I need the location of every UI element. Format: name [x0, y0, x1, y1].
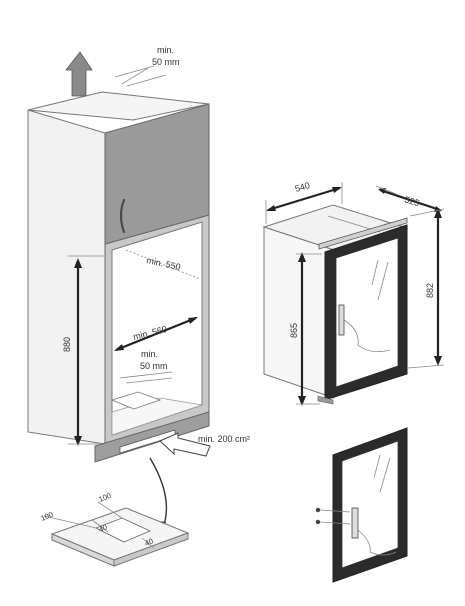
door-detail-handle	[351, 507, 359, 539]
left-arrow-icon	[159, 432, 211, 457]
base-plate-side-right	[113, 532, 189, 567]
top-clearance-dimension	[114, 65, 167, 87]
floor-vent-opening	[110, 391, 162, 410]
cooler-base	[317, 395, 334, 405]
cooler-door-handle	[338, 304, 345, 336]
cooler-width-label: 540	[294, 180, 311, 194]
bottom-clearance-label: min. 50 mm	[140, 349, 168, 371]
up-arrow-icon	[65, 51, 93, 97]
cooler-side-face	[263, 226, 335, 399]
cooler-height-total-label: 882	[425, 283, 435, 298]
base-top-100-label: 100	[97, 491, 112, 504]
height-880-arrow-top	[74, 258, 82, 268]
hinge-icon	[315, 507, 351, 525]
base-40a-label: 40	[97, 522, 108, 533]
height-880-arrow-bottom	[74, 436, 82, 446]
upper-cabinet-door	[104, 103, 210, 245]
vent-area-label: min. 200 cm²	[198, 434, 250, 444]
top-clearance-label: min. 50 mm	[152, 45, 180, 67]
door-handle	[119, 198, 126, 234]
height-880-label: 880	[62, 337, 72, 352]
cooler-height-body-label: 865	[289, 323, 299, 338]
base-40b-label: 40	[143, 536, 154, 547]
wine-cooler: 540 525 882 865	[262, 180, 445, 406]
width-560-arrow-right	[188, 317, 198, 324]
width-560-arrow-left	[114, 344, 124, 351]
built-in-cabinet: min. 50 mm min. 550 min. 560 880 min. 50…	[27, 45, 250, 531]
base-left-100-label: 100	[39, 510, 54, 523]
cooler-door-glass	[335, 237, 399, 388]
cooler-depth-label: 525	[403, 194, 420, 208]
depth-550-line	[125, 249, 201, 280]
door-detail	[315, 427, 408, 583]
base-detail: 100 100 40 40	[39, 491, 190, 567]
base-plate-opening	[95, 517, 151, 543]
cabinet-left-side	[27, 109, 106, 445]
cooler-control-strip	[318, 217, 408, 250]
width-560-line	[115, 316, 197, 352]
